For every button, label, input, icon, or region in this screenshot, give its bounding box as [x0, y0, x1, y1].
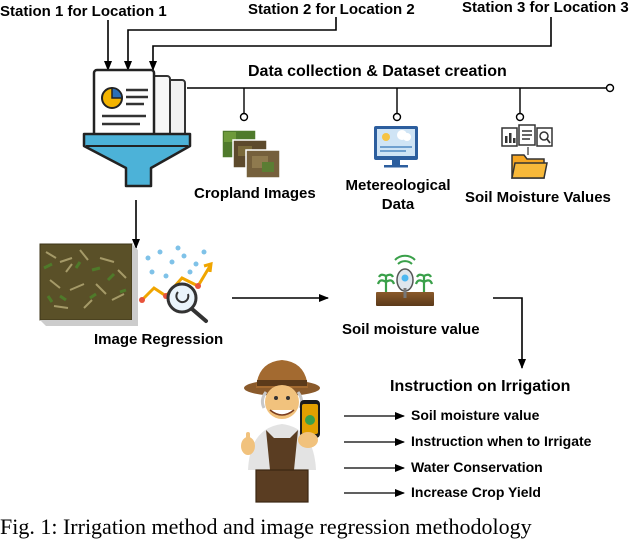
- soil-moisture-value-label: Soil moisture value: [342, 321, 480, 338]
- data-collection-bus: [187, 83, 615, 122]
- instruction-title: Instruction on Irrigation: [390, 378, 571, 395]
- figure-caption: Fig. 1: Irrigation method and image regr…: [0, 514, 532, 539]
- soil-moisture-values-label: Soil Moisture Values: [465, 189, 611, 206]
- instruction-item: Increase Crop Yield: [411, 484, 541, 500]
- image-regression-label: Image Regression: [94, 331, 224, 348]
- meteorological-monitor-icon: [374, 126, 418, 168]
- station-3-arrow: [149, 17, 552, 71]
- station-3-label: Station 3 for Location 3: [462, 0, 629, 16]
- instruction-item: Instruction when to Irrigate: [411, 433, 592, 449]
- station-connectors: [104, 17, 552, 71]
- regression-chart-icon: [40, 244, 213, 326]
- soil-moisture-files-icon: [501, 124, 553, 179]
- dataset-funnel-icon: [82, 68, 192, 188]
- station-1-label: Station 1 for Location 1: [0, 3, 167, 20]
- soil-to-instruction-arrow: [493, 297, 526, 369]
- soil-moisture-sensor-icon: [376, 254, 434, 306]
- cropland-images-label: Cropland Images: [194, 185, 316, 202]
- instruction-arrows: [344, 412, 405, 497]
- station-2-label: Station 2 for Location 2: [248, 1, 415, 18]
- field-photo: [39, 243, 133, 321]
- cropland-images-icon: [221, 129, 281, 179]
- meteorological-label-line2: Data: [381, 196, 415, 213]
- data-collection-title: Data collection & Dataset creation: [248, 63, 507, 80]
- meteorological-label-line1: Metereological: [345, 177, 451, 194]
- instruction-item: Soil moisture value: [411, 407, 540, 423]
- station-2-arrow: [124, 17, 337, 71]
- farmer-icon: [241, 360, 320, 503]
- instruction-item: Water Conservation: [411, 459, 543, 475]
